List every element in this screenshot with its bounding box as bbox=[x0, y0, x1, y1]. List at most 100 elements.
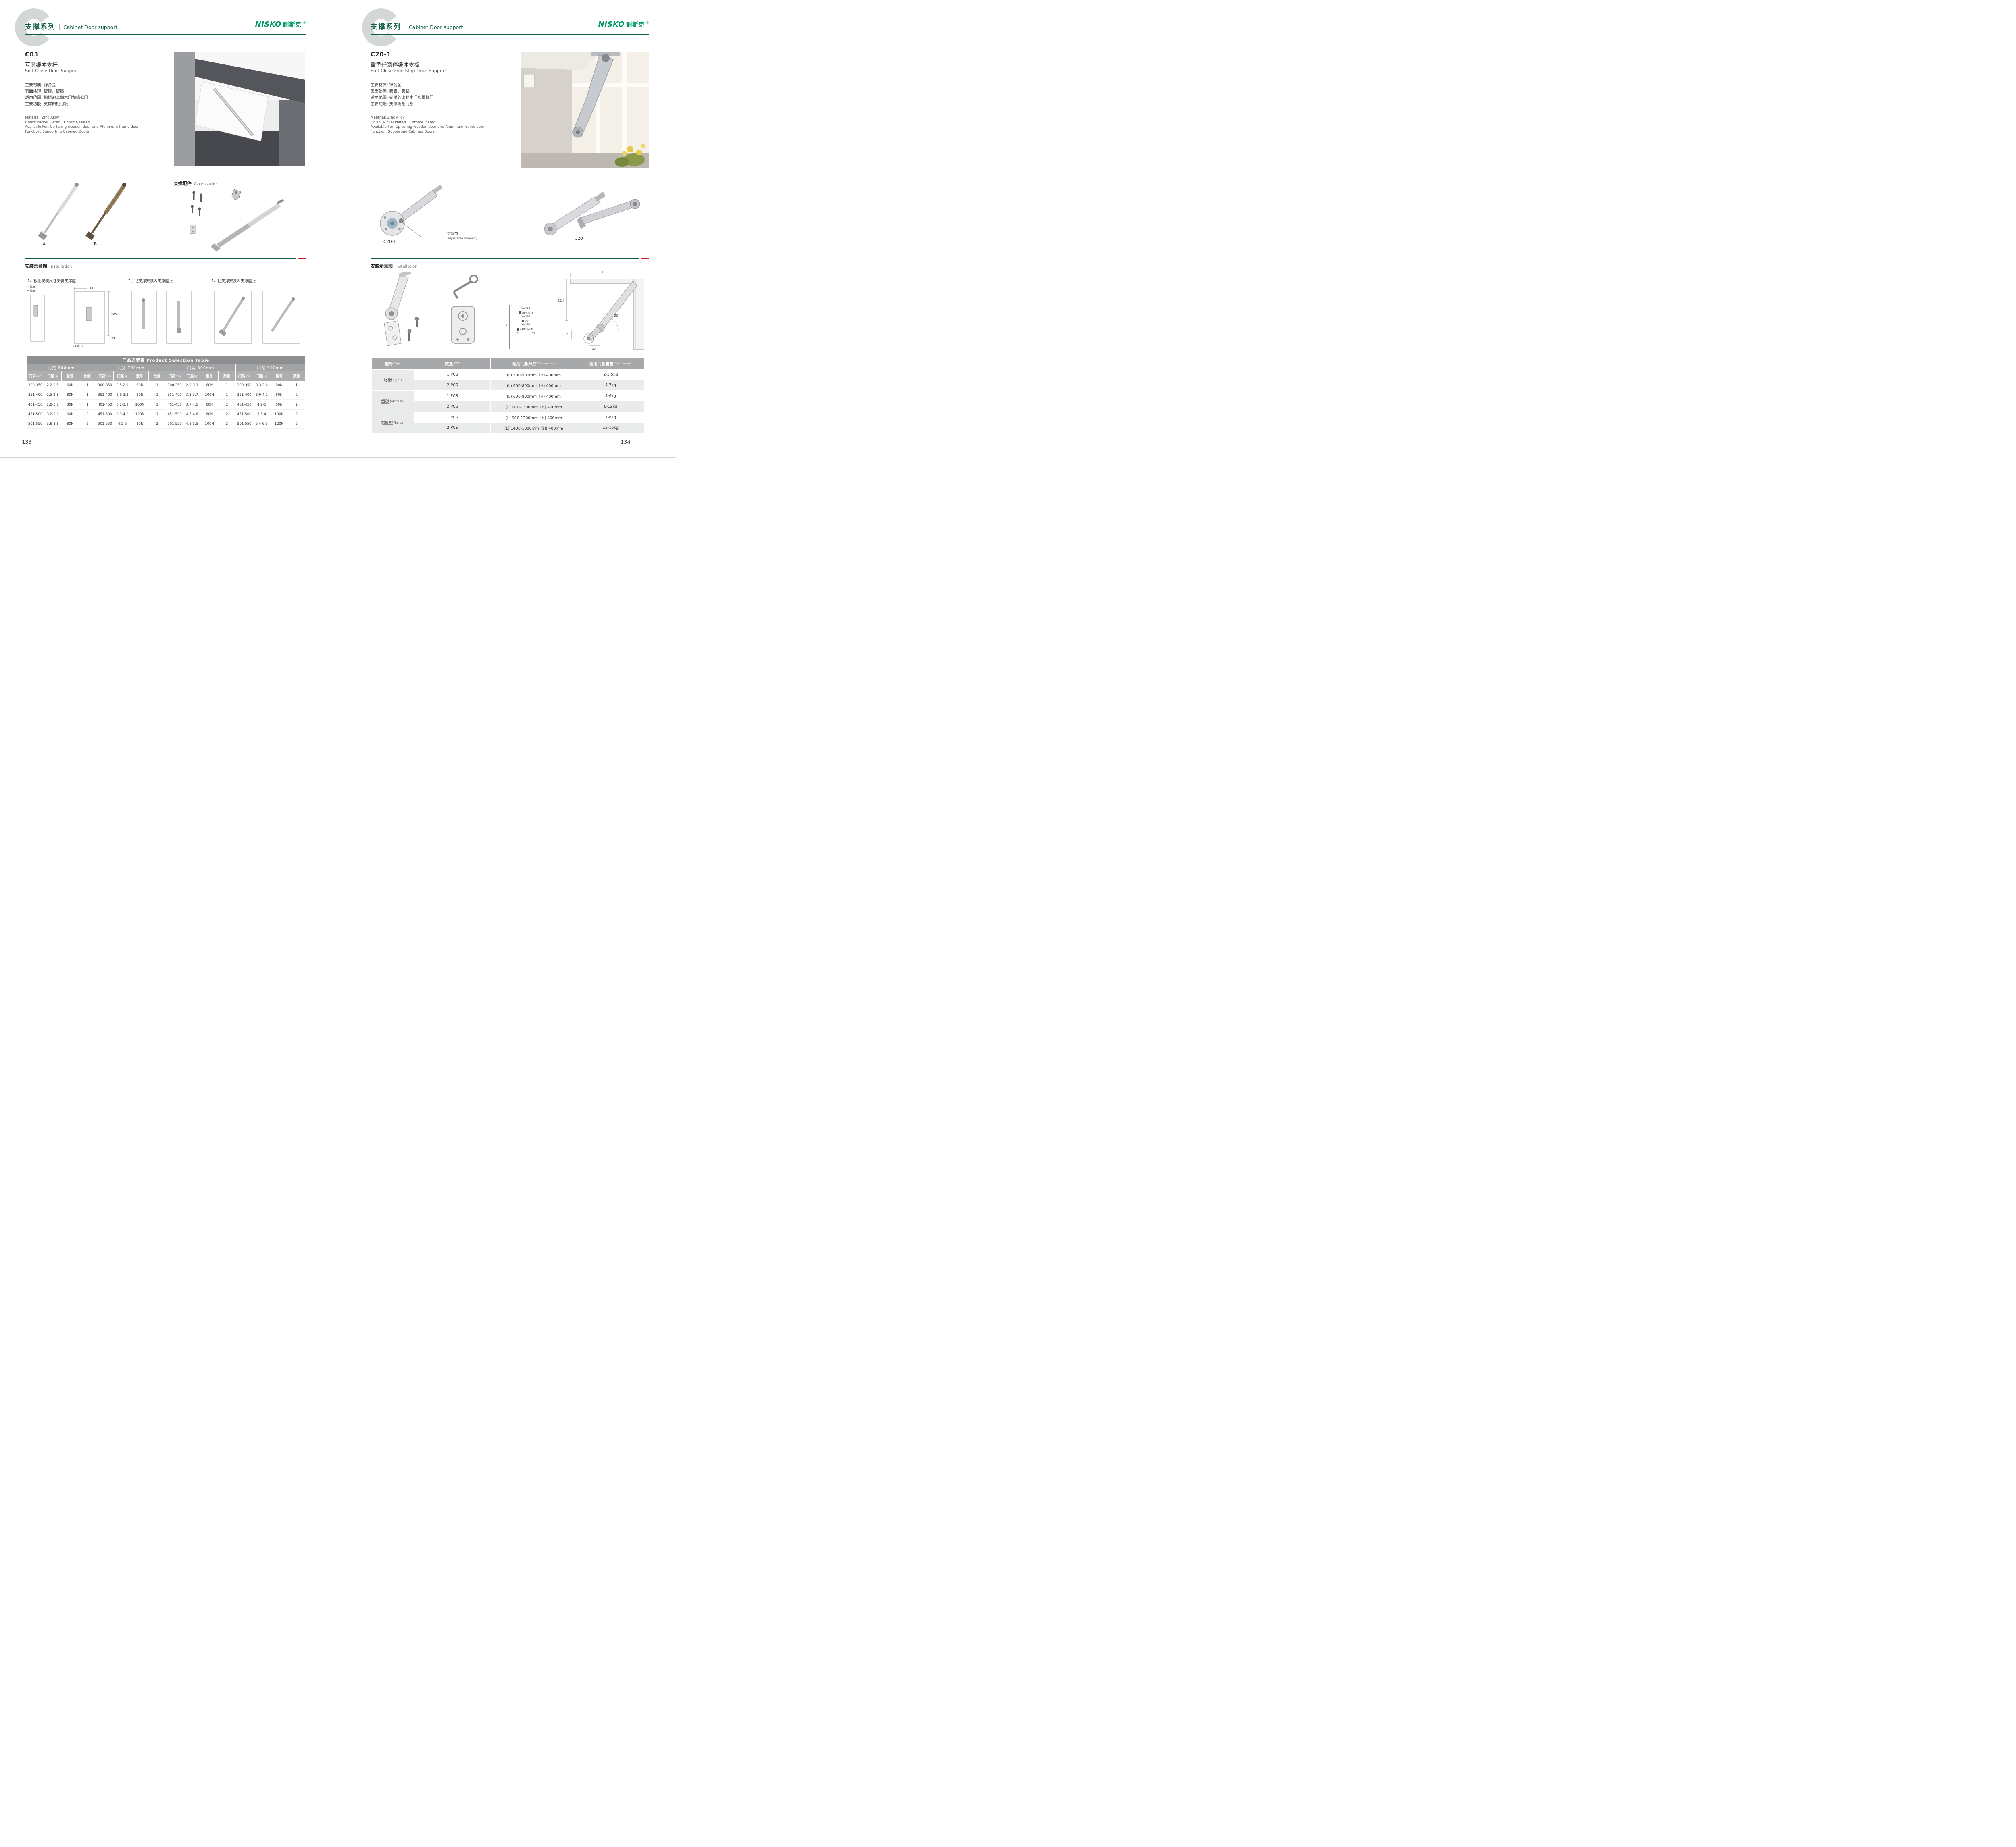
dim-full-cover: 全盖35 bbox=[27, 285, 36, 289]
page-133: 支撑系列 Cabinet Door support NISKO 耐斯克 ® C0… bbox=[0, 0, 338, 462]
table-cell: 3.3-3.6 bbox=[253, 381, 271, 390]
header-rule bbox=[25, 34, 306, 35]
callout-en: Adjustable Intensity bbox=[447, 237, 477, 241]
type-cell: 重型(Medium) bbox=[372, 391, 414, 412]
dim-half-cover: 半盖26 bbox=[27, 289, 36, 293]
size-cell: (L) 600-800mm（H) 400mm bbox=[491, 380, 577, 390]
table-cell: 1 bbox=[148, 381, 166, 390]
table-cell: 100N bbox=[270, 410, 288, 419]
table-cell: 2 bbox=[287, 400, 305, 410]
series-title-cn: 支撑系列 bbox=[371, 23, 401, 31]
table-cell: 1 bbox=[287, 381, 305, 390]
brand-logo: NISKO 耐斯克 ® bbox=[218, 20, 306, 29]
section-divider-accent bbox=[641, 258, 649, 259]
table-cell: 1 bbox=[79, 400, 96, 410]
weight-cell: 4-6kg bbox=[577, 391, 644, 401]
table-cell: 2.5-2.9 bbox=[113, 381, 131, 390]
spec-line: 主要材质: 锌合金 bbox=[25, 83, 56, 87]
table-cell: 100N bbox=[200, 390, 219, 400]
install-step-2-label: 2、把支撑安装入支撑座上 bbox=[128, 279, 173, 283]
hinge-part bbox=[231, 189, 241, 200]
spec-line: 适用范围: 橱柜的上翻木门和铝框门 bbox=[371, 96, 434, 100]
table-cell: 451-500 bbox=[235, 410, 253, 419]
accessories-label: 支撑配件 Accessories bbox=[174, 180, 218, 187]
table-cell: 2 bbox=[218, 419, 236, 429]
dim-32-top: 32 bbox=[90, 287, 93, 290]
size-cell: (L) 1400-1800mm（H) 400mm bbox=[491, 423, 577, 433]
table-cell: 80N bbox=[270, 381, 288, 390]
dim-32-low: 32 bbox=[111, 337, 115, 340]
table-cell: 2 bbox=[287, 410, 305, 419]
watermark-c-icon bbox=[362, 8, 400, 46]
table-cell: 451-500 bbox=[27, 410, 44, 419]
series-title-en: Cabinet Door support bbox=[405, 24, 463, 30]
table-cell: 1 bbox=[148, 390, 166, 400]
table-cell: 80N bbox=[131, 390, 149, 400]
dim-185: 185 bbox=[601, 270, 607, 274]
specs-en: Material: Zinc Alloy Finish: Nickel Plat… bbox=[25, 116, 139, 134]
table-cell: 100N bbox=[131, 400, 149, 410]
table-cell: 2.9-3.2 bbox=[113, 390, 131, 400]
angle-row: 90° bbox=[510, 319, 541, 323]
table-cell: 351-400 bbox=[96, 390, 114, 400]
dim-32: 32 bbox=[564, 333, 568, 336]
table-cell: 2 bbox=[148, 419, 166, 429]
install-step-3-label: 3、把支撑安装入支撑座上 bbox=[211, 279, 256, 283]
installation-label: 安装示意图 Installation bbox=[371, 263, 417, 269]
section-divider bbox=[371, 258, 639, 259]
install-step-3-diagram bbox=[214, 291, 300, 344]
table-cell: 2 bbox=[218, 410, 236, 419]
column-header: 型号 bbox=[201, 371, 218, 381]
table-cell: 451-500 bbox=[166, 410, 183, 419]
table-cell: 2 bbox=[287, 419, 305, 429]
table-cell: 401-450 bbox=[166, 400, 183, 410]
section-divider-accent bbox=[298, 258, 306, 259]
angle-75: 75°(77°) bbox=[521, 311, 533, 314]
series-title-en: Cabinet Door support bbox=[59, 24, 117, 30]
table-cell: 300-350 bbox=[27, 381, 44, 390]
callout-cn: 可调节 bbox=[447, 232, 458, 236]
installation-label: 安装示意图 Installation bbox=[25, 263, 72, 269]
door-width-group-header: 门宽 600mm bbox=[27, 364, 96, 371]
qty-cell: 2 PCS bbox=[414, 401, 490, 412]
table-cell: 351-400 bbox=[235, 390, 253, 400]
table-cell: 3.6-3.8 bbox=[44, 419, 62, 429]
spec-line: 主要材质: 锌合金 bbox=[371, 83, 402, 87]
column-header: 型号 bbox=[131, 371, 148, 381]
install-step-2-diagram bbox=[131, 291, 192, 344]
dim-37: 37 bbox=[592, 347, 596, 351]
gas-strut-b bbox=[85, 183, 126, 240]
door-width-group-header: 门宽 900mm bbox=[236, 364, 305, 371]
table-cell: 3.6-4.2 bbox=[253, 390, 271, 400]
table-cell: 120N bbox=[131, 410, 149, 419]
type-cell: 轻型(light) bbox=[372, 370, 414, 390]
column-header: 数量 bbox=[288, 371, 305, 381]
specs-en: Material: Zinc Alloy Finish: Nickel Plat… bbox=[371, 116, 484, 134]
catalog-spread: 支撑系列 Cabinet Door support NISKO 耐斯克 ® C0… bbox=[0, 0, 676, 462]
install-step-1-label: 1、根据安装尺寸安装支撑座 bbox=[27, 279, 76, 283]
size-cell: (L) 900-1200mm（H) 400mm bbox=[491, 412, 577, 422]
qty-cell: 1 PCS bbox=[414, 370, 490, 380]
table-cell: 300-350 bbox=[235, 381, 253, 390]
brand-logo-cn: 耐斯克 bbox=[626, 21, 644, 28]
door-icon bbox=[517, 327, 519, 331]
angle-row: 75°(77°) bbox=[510, 311, 541, 315]
table-cell: 2 bbox=[287, 390, 305, 400]
brand-logo-cn: 耐斯克 bbox=[283, 21, 301, 28]
product-code: C03 bbox=[25, 51, 39, 58]
